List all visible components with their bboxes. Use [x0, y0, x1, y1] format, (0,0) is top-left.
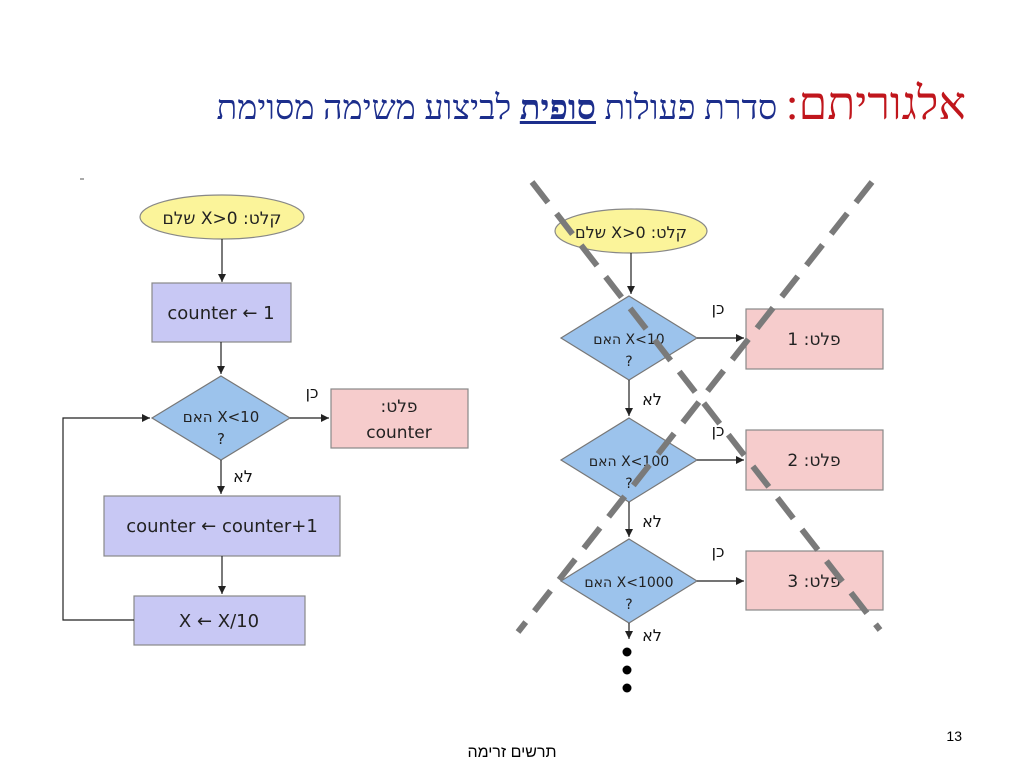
right-output-1: [745, 308, 884, 370]
ellipsis-dot-3: [622, 683, 632, 693]
cross-out-line-1: [529, 180, 883, 632]
slide-title: אלגוריתם: סדרת פעולות סופית לביצוע משימה…: [40, 74, 966, 139]
right-cond3-text: X<1000 האם: [584, 575, 673, 591]
left-increment-text: counter ← counter+1: [126, 516, 318, 537]
left-divide-box: [133, 595, 306, 646]
right-cond1-q: ?: [625, 354, 632, 370]
left-init-text: counter ← 1: [167, 303, 274, 324]
right-cond2-q: ?: [625, 476, 632, 492]
right-cond1-text: X<10 האם: [593, 332, 664, 348]
right-no-3: לא: [642, 626, 662, 645]
right-output-2-text: פלט: 2: [787, 451, 840, 471]
right-yes-1: כן: [712, 299, 725, 318]
ellipsis-dot-1: [622, 647, 632, 657]
cross-out-line-2: [515, 180, 875, 634]
left-condition-text: X<10 האם: [183, 408, 260, 426]
right-cond2-text: X<100 האם: [589, 454, 669, 470]
page-number: 13: [946, 728, 962, 744]
title-suffix: לביצוע משימה מסוימת: [216, 90, 520, 127]
left-output-text-2: counter: [366, 423, 431, 443]
right-output-2: [745, 429, 884, 491]
right-cond3-q: ?: [625, 597, 632, 613]
left-input-text: קלט: X>0 שלם: [162, 209, 281, 229]
left-loop-back-arrow: [62, 414, 150, 621]
left-output-text-1: פלט:: [380, 397, 417, 417]
left-condition-q: ?: [217, 430, 225, 448]
right-output-1-text: פלט: 1: [787, 330, 840, 350]
right-input-text: קלט: X>0 שלם: [575, 223, 687, 242]
left-init-box: [151, 282, 292, 343]
right-yes-2: כן: [712, 421, 725, 440]
right-no-1: לא: [642, 390, 662, 409]
right-flowchart: קלט: X>0 שלם X<10 האם ? כן פלט: 1 לא X<1…: [554, 208, 884, 693]
left-yes-label: כן: [306, 383, 319, 402]
footer-caption: תרשים זרימה: [467, 744, 557, 761]
left-divide-text: X ← X/10: [179, 611, 259, 632]
title-prefix: סדרת פעולות: [595, 90, 786, 127]
left-increment-box: [103, 495, 341, 557]
title-keyword: אלגוריתם:: [785, 78, 966, 129]
right-yes-3: כן: [712, 542, 725, 561]
right-output-3-text: פלט: 3: [787, 572, 840, 592]
title-emphasis: סופית: [519, 90, 596, 127]
left-no-label: לא: [233, 467, 253, 486]
left-output-box: [330, 388, 469, 449]
ellipsis-dot-2: [622, 665, 632, 675]
right-no-2: לא: [642, 512, 662, 531]
left-flowchart: קלט: X>0 שלם counter ← 1 X<10 האם ? כן פ…: [62, 194, 469, 646]
